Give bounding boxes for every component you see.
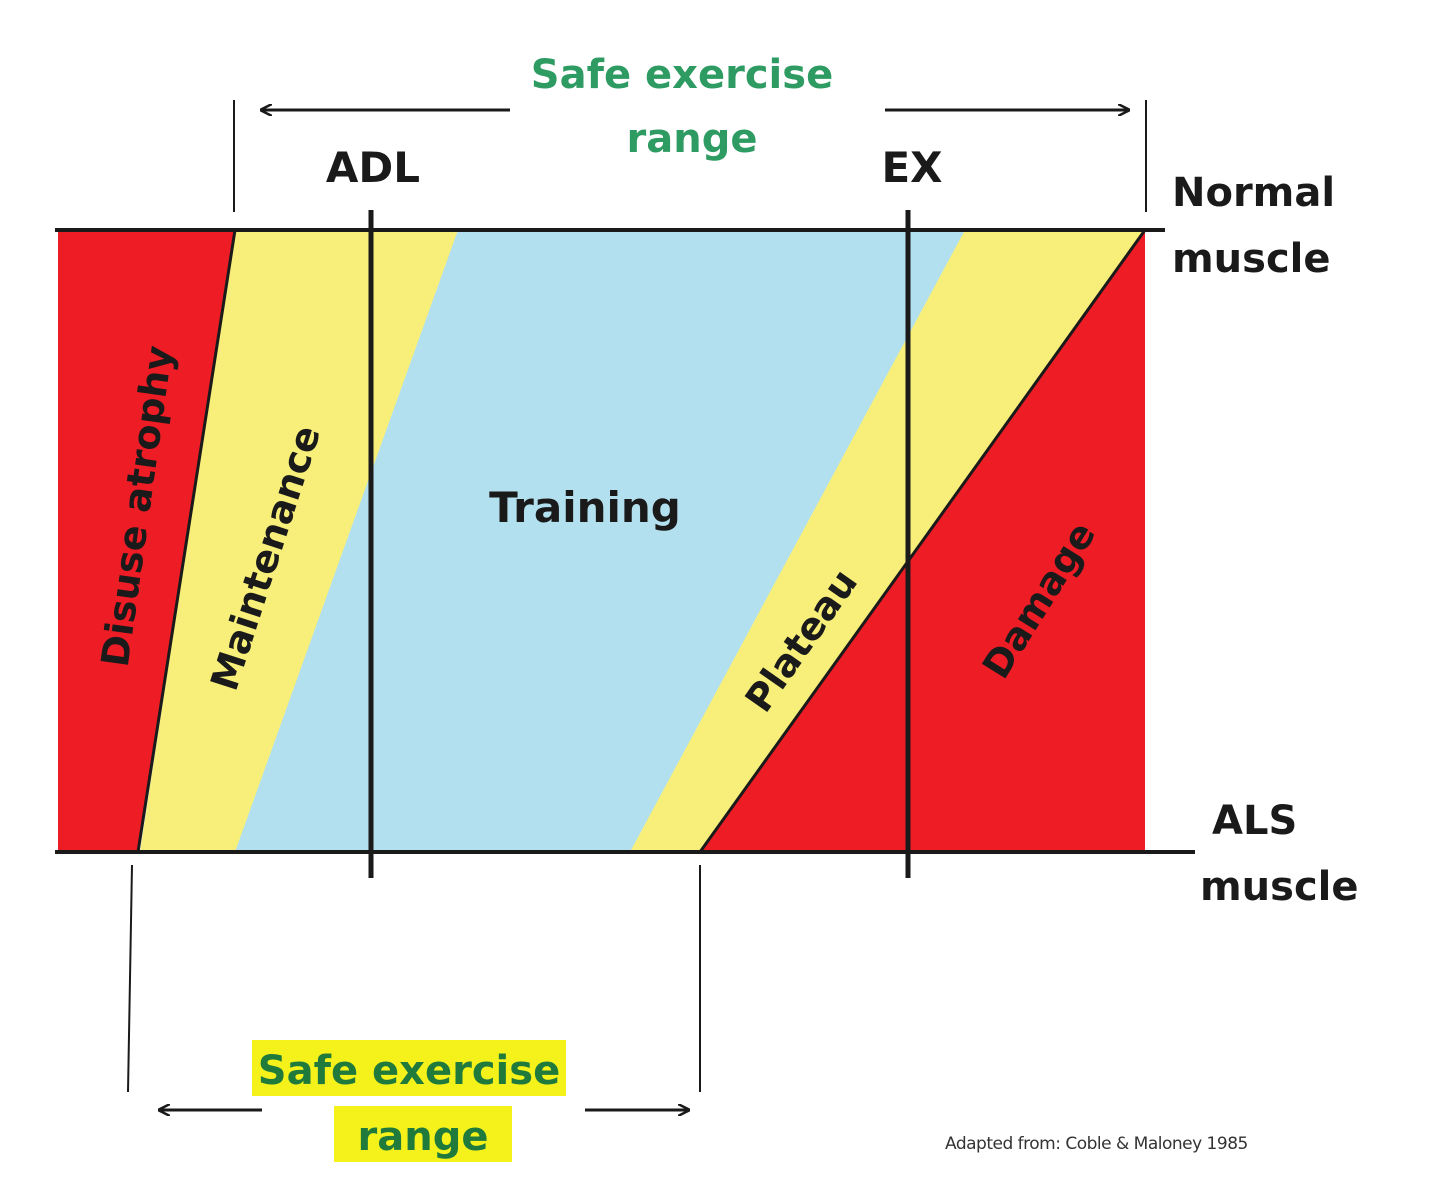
ex-label: EX	[881, 143, 942, 192]
zone-maintenance	[140, 230, 458, 852]
als-muscle-label-line2: muscle	[1200, 864, 1359, 910]
als-muscle-label-line1: ALS	[1212, 798, 1297, 844]
bottom-range-label-line2: range	[358, 1114, 489, 1160]
normal-muscle-label-line1: Normal	[1172, 170, 1335, 216]
bottom-range-highlight-line1	[252, 1040, 566, 1096]
disuse-boundary-line	[136, 229, 237, 853]
damage-boundary-line	[698, 229, 1147, 853]
source-credit: Adapted from: Coble & Maloney 1985	[945, 1134, 1248, 1154]
top-range-label-line2: range	[627, 116, 758, 162]
bottom-range-left-tick	[127, 864, 133, 1093]
top-range-label-line1: Safe exercise	[531, 52, 833, 98]
zone-plateau	[630, 230, 1145, 852]
adl-label: ADL	[326, 143, 420, 192]
zone-disuse-atrophy	[58, 230, 235, 852]
bottom-range-highlight-line2	[334, 1106, 512, 1162]
bottom-range-label-line1: Safe exercise	[258, 1048, 560, 1094]
normal-muscle-label-line2: muscle	[1172, 236, 1331, 282]
zone-label-training: Training	[489, 483, 681, 532]
